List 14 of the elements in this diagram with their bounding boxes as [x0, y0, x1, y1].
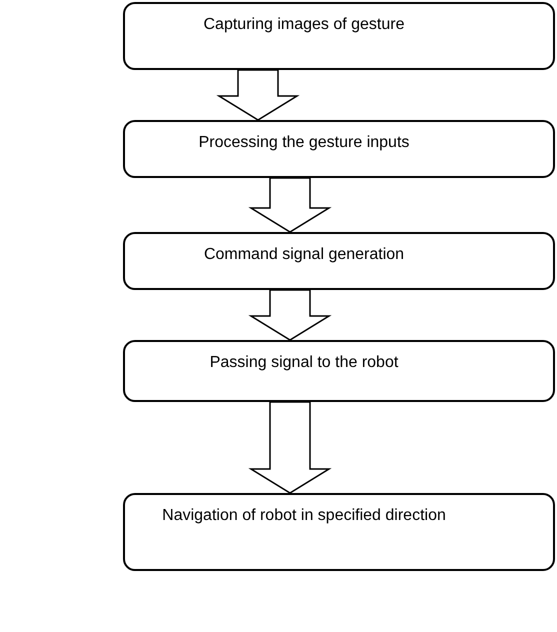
process-box: [123, 232, 555, 290]
block-arrow: [248, 401, 332, 494]
process-box: [123, 493, 555, 571]
block-arrow: [248, 289, 332, 341]
step-label: Processing the gesture inputs: [198, 134, 410, 152]
process-box: [123, 120, 555, 178]
process-box: [123, 2, 555, 70]
step-label: Command signal generation: [202, 246, 406, 264]
step-label: Capturing images of gesture: [202, 16, 406, 34]
step-label: Navigation of robot in specified direction: [161, 507, 447, 525]
step-label: Passing signal to the robot: [208, 354, 400, 372]
block-arrow: [216, 69, 300, 121]
block-arrow: [248, 177, 332, 233]
process-box: [123, 340, 555, 402]
